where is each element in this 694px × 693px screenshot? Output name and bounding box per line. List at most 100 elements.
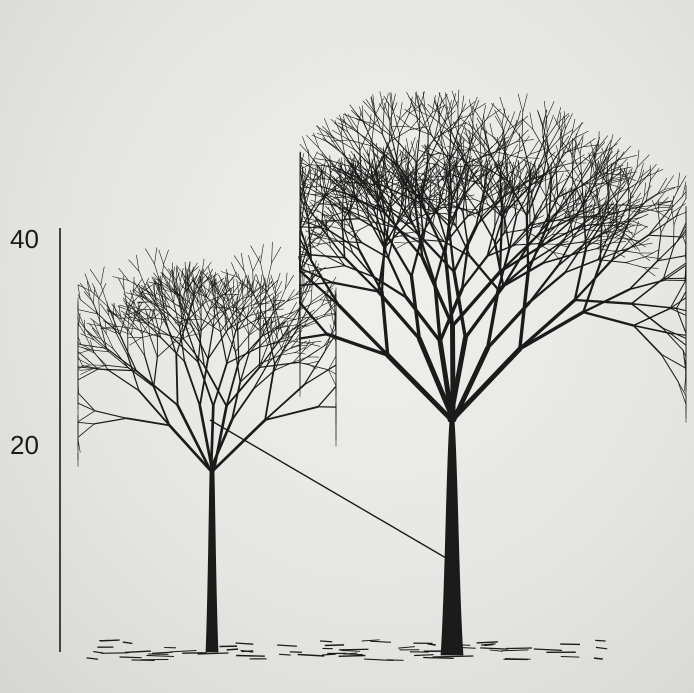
tree-twig [253,293,266,321]
tree-twig [533,129,544,148]
tree-twig [159,250,164,264]
tree-branch [479,215,495,243]
tree-twig [78,439,80,452]
tree-twig [221,311,236,332]
tree-twig [249,255,253,271]
tree-twig [523,94,527,112]
tree-twig [247,280,248,293]
tree-twig [337,148,354,167]
tree-twig [606,167,607,180]
tree-twig [396,134,400,165]
tree-twig [176,267,177,281]
tree-twig [604,144,617,153]
tree-twig [244,271,253,293]
tree-twig [670,282,685,308]
tree-twig [458,108,459,130]
tree-twig [308,350,318,357]
ground-stroke [120,657,142,658]
ground-stroke [561,657,580,658]
tree-twig [626,257,646,263]
tree-twig [671,196,673,213]
tree-twig [610,209,630,223]
tree-branch [406,298,440,342]
tree-twig [658,207,673,208]
tree-twig [252,275,256,290]
tree-branch [508,181,527,216]
tree-twig [661,213,671,233]
tree-twig [101,267,104,285]
ground-stroke [341,651,360,652]
tree-branch [520,300,575,349]
tree-twig [375,112,383,134]
tree-twig [646,257,662,259]
tree-twig [646,180,650,200]
tree-twig [98,314,120,335]
tree-twig [94,340,109,352]
tree-twig [335,177,337,189]
tree-branch [505,219,510,249]
tree-twig [272,242,273,263]
tree-twig [397,243,407,248]
tree-twig [130,338,142,346]
tree-twig [551,153,563,180]
ground-stroke [427,644,436,646]
ground-stroke [370,641,391,642]
ground-stroke [87,658,99,659]
tree-twig [537,110,542,126]
tree-branch [238,330,239,362]
tree-twig [201,285,212,294]
tree-twig [117,317,128,331]
tree-twig [572,158,573,179]
ground-stroke [362,640,380,641]
tree-twig [306,343,320,346]
tree-twig [317,126,326,142]
ground-stroke [152,652,172,653]
ground-strokes [87,640,608,661]
tree-twig [471,103,485,112]
tree-branch [260,331,261,368]
tree-twig [417,131,420,162]
tree-twig [287,297,300,301]
tree-twig [563,187,564,198]
ground-stroke [227,649,239,650]
tree-twig [202,275,212,284]
ground-stroke [170,651,196,652]
tree-twig [505,134,513,152]
tree-twig [116,333,128,356]
tree-twig [670,308,686,315]
tree-twig [415,140,417,155]
tree-twig [93,288,94,303]
tree-twig [640,163,644,178]
tree-twig [470,114,475,129]
tree-twig [582,155,594,176]
tree-trunk [441,420,463,655]
tree-branch [176,355,177,406]
tree-twig [391,110,392,134]
tree-twig [304,340,310,350]
tree-twig [634,221,639,235]
tree-trunk [206,470,218,652]
tree-twig [175,317,186,320]
tree-twig [657,178,666,194]
tree-twig [586,204,592,214]
tree-branch [520,312,584,349]
tree-twig [93,284,99,299]
ground-stroke [364,659,393,660]
tree-twig [661,354,678,381]
tree-twig [646,190,664,201]
tree-twig [415,155,416,174]
tree-twig [255,303,269,304]
ground-stroke [484,645,493,646]
tree-twig [270,300,285,301]
tree-twig [99,299,100,321]
tree-branch [109,371,139,391]
tree-twig [326,132,337,149]
tree-twig [530,141,539,155]
tree-twig [271,317,272,329]
tree-twig [107,365,129,367]
tree-root [433,656,473,657]
tree-branch [211,406,213,470]
ground-stroke [596,647,607,648]
tree-twig [575,131,588,138]
